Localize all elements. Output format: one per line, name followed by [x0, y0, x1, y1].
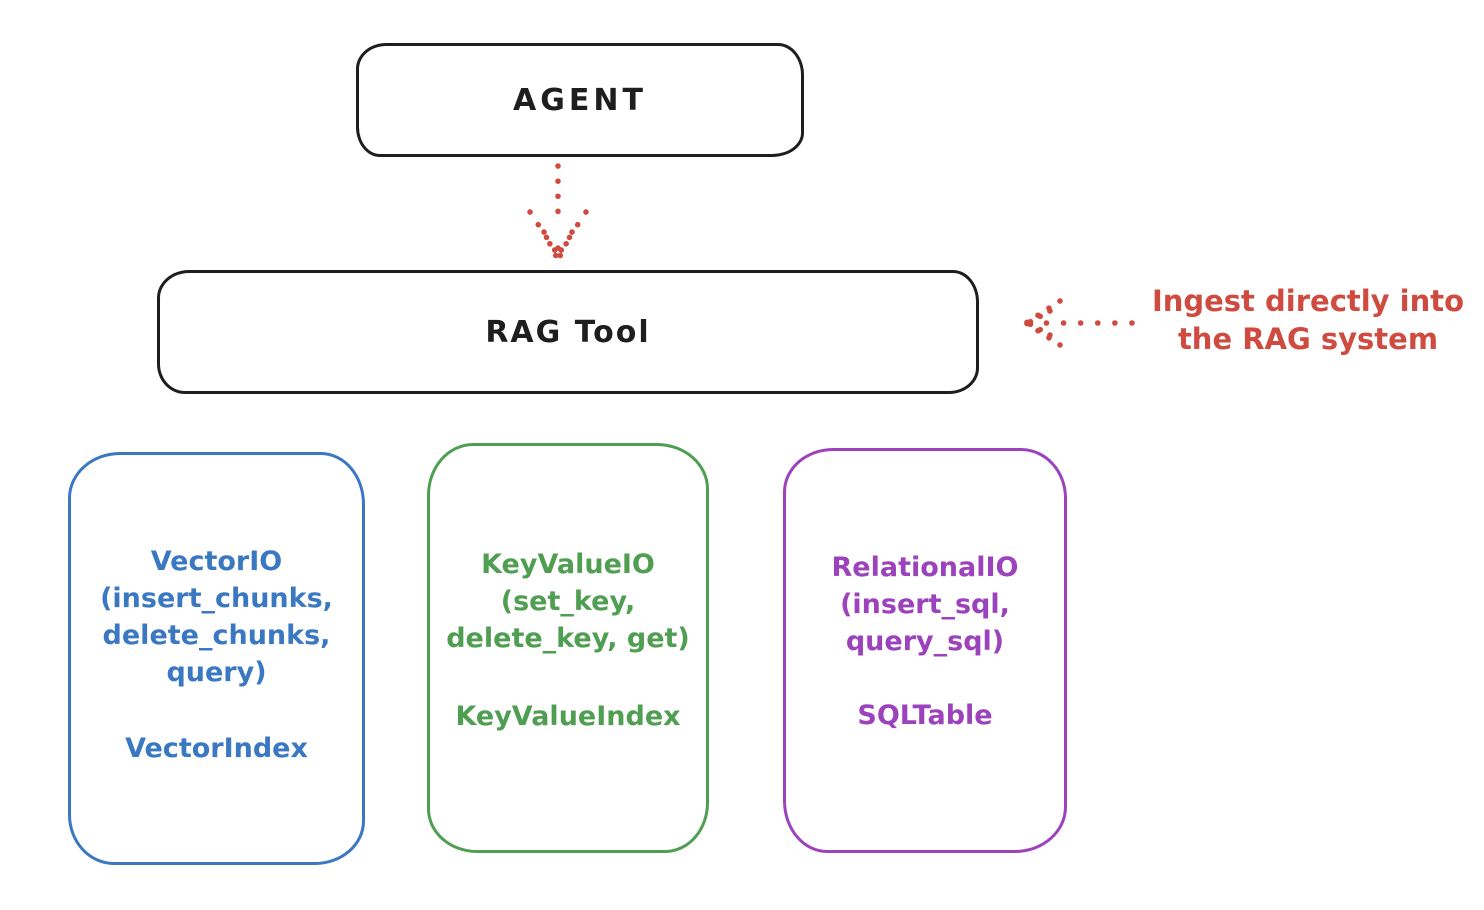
rag-tool-node-label: RAG Tool — [485, 314, 651, 350]
relational-io-signature: RelationalIO (insert_sql, query_sql) — [832, 549, 1019, 660]
ingest-annotation-line1: Ingest directly into — [1151, 284, 1465, 318]
ingest-annotation-line2: the RAG system — [1177, 322, 1439, 356]
agent-to-ragtool-arrow-icon — [527, 163, 589, 263]
vector-io-signature: VectorIO (insert_chunks, delete_chunks, … — [100, 543, 333, 691]
relational-io-card: RelationalIO (insert_sql, query_sql) SQL… — [783, 448, 1067, 853]
relational-io-arg-line: (insert_sql, — [840, 589, 1010, 620]
key-value-index-label: KeyValueIndex — [455, 701, 681, 732]
vector-io-title: VectorIO — [150, 546, 283, 577]
ingest-annotation: Ingest directly into the RAG system — [1138, 282, 1478, 358]
vector-index-label: VectorIndex — [125, 733, 308, 764]
key-value-io-arg-line: (set_key, — [500, 586, 636, 617]
key-value-io-arg-line: delete_key, get) — [446, 623, 690, 654]
vector-io-arg-line: query) — [166, 657, 267, 688]
relational-io-arg-line: query_sql) — [845, 626, 1005, 657]
relational-io-title: RelationalIO — [831, 552, 1019, 583]
sql-table-label: SQLTable — [857, 700, 993, 731]
agent-node: AGENT — [356, 43, 804, 157]
agent-node-label: AGENT — [513, 82, 647, 118]
key-value-io-signature: KeyValueIO (set_key, delete_key, get) — [446, 546, 690, 657]
vector-io-card: VectorIO (insert_chunks, delete_chunks, … — [68, 452, 365, 865]
rag-tool-node: RAG Tool — [157, 270, 979, 394]
key-value-io-title: KeyValueIO — [481, 549, 655, 580]
annotation-to-ragtool-arrow-icon — [1023, 298, 1135, 348]
vector-io-arg-line: delete_chunks, — [102, 620, 331, 651]
key-value-io-card: KeyValueIO (set_key, delete_key, get) Ke… — [427, 443, 709, 853]
vector-io-arg-line: (insert_chunks, — [100, 583, 333, 614]
